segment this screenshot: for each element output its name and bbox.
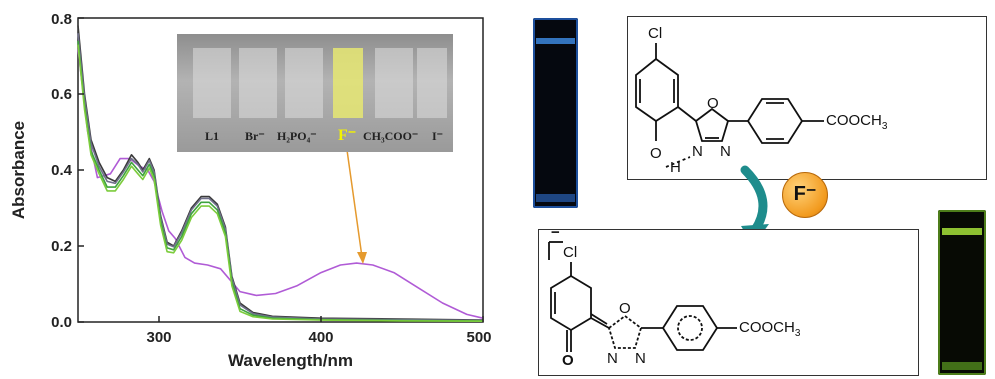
spectrum-line-5	[77, 44, 484, 323]
spectrum-line-3	[77, 33, 484, 322]
x-axis-label: Wavelength/nm	[228, 351, 353, 370]
absorbance-chart: 300 400 500 0.0 0.2 0.4 0.6 0.8 Wavelength/nm A…	[9, 11, 492, 370]
cl-label-bottom: Cl	[563, 244, 578, 261]
label-br: Br⁻	[245, 129, 265, 143]
y-tick-label: 0.2	[51, 238, 72, 255]
n2-label-bottom: N	[635, 350, 646, 367]
fluoride-badge-label: F⁻	[793, 183, 817, 205]
blue-fluorescent-vial	[533, 18, 578, 208]
label-f: F⁻	[338, 127, 357, 144]
spectrum-line-1	[77, 48, 484, 319]
y-tick-label: 0.0	[51, 314, 72, 331]
oh-oxygen-label: O	[650, 145, 662, 162]
spectrum-line-2	[77, 25, 484, 321]
label-h2po4: H₂PO₄⁻	[277, 129, 317, 143]
n1-label: N	[692, 143, 703, 160]
bottom-molecule-structure	[548, 241, 737, 352]
f-vial-yellow	[333, 48, 363, 118]
spectrum-line-4	[77, 40, 484, 322]
vials-photo: L1 Br⁻ H₂PO₄⁻ F⁻ CH₃COO⁻ I⁻	[177, 34, 453, 152]
h-label: H	[670, 159, 681, 176]
x-tick-label: 300	[146, 329, 171, 346]
y-axis-label: Absorbance	[9, 121, 28, 219]
annotation-arrow	[346, 149, 363, 258]
y-tick-label: 0.8	[51, 11, 72, 28]
top-molecule-box: Cl O N N O H COOCH3	[627, 16, 987, 180]
x-tick-label: 400	[308, 329, 333, 346]
charge-label: −	[551, 224, 560, 241]
label-ch3coo: CH₃COO⁻	[363, 129, 419, 143]
ring-oxygen-label-bottom: O	[619, 300, 631, 317]
ring-oxygen-label: O	[707, 95, 719, 112]
cl-label: Cl	[648, 25, 663, 42]
label-l1: L1	[205, 129, 220, 143]
axis-ticks: 300 400 500 0.0 0.2 0.4 0.6 0.8	[51, 11, 491, 346]
fluoride-badge: F⁻	[782, 172, 828, 218]
n2-label: N	[720, 143, 731, 160]
label-i: I⁻	[432, 129, 444, 143]
x-tick-label: 500	[466, 329, 491, 346]
y-tick-label: 0.4	[51, 162, 73, 179]
keto-oxygen-label: O	[562, 352, 574, 369]
green-fluorescent-vial	[938, 210, 986, 375]
spectra-lines	[77, 25, 484, 323]
annotation-arrowhead	[357, 252, 367, 264]
top-molecule-structure	[635, 43, 824, 168]
n1-label-bottom: N	[607, 350, 618, 367]
ester-label-bottom: COOCH3	[739, 319, 801, 339]
bottom-molecule-box: − Cl O N N O COOCH3	[538, 224, 919, 376]
y-tick-label: 0.6	[51, 86, 72, 103]
ester-label: COOCH3	[826, 112, 888, 132]
